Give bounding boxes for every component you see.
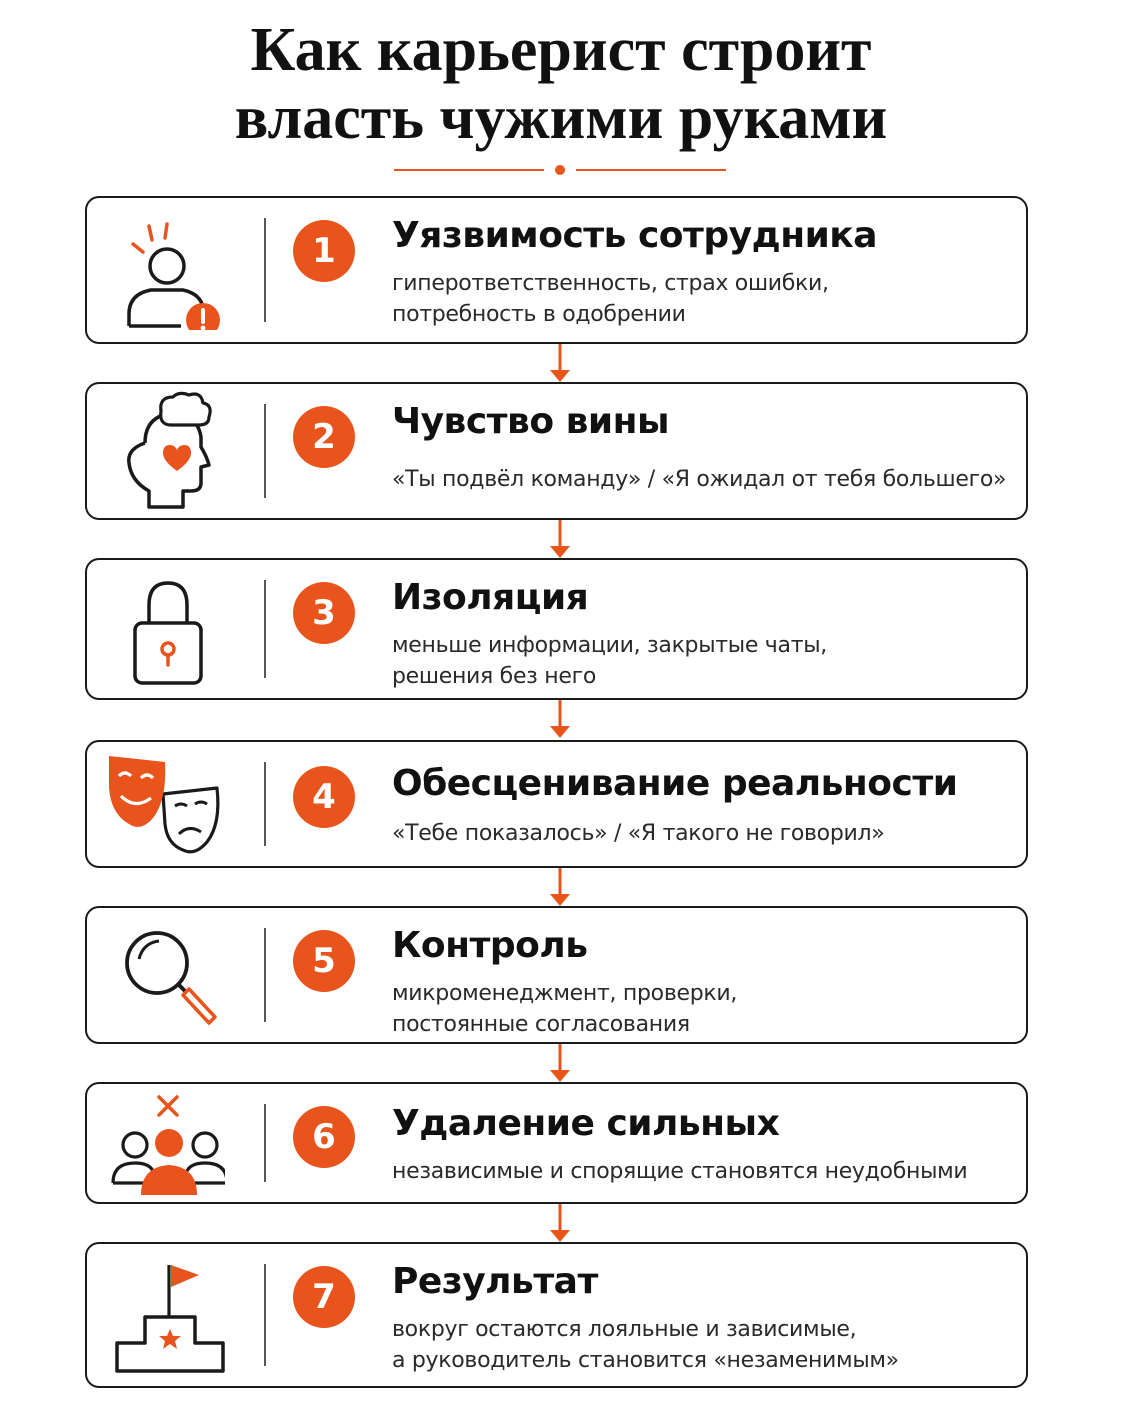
card-separator	[264, 1104, 266, 1182]
step-title: Обесценивание реальности	[392, 763, 958, 804]
step-card-4: 4 Обесценивание реальности «Тебе показал…	[85, 740, 1028, 868]
step-card-5: 5 Контроль микроменеджмент, проверки, по…	[85, 906, 1028, 1044]
down-arrow-icon	[550, 1204, 570, 1242]
step-description-line: вокруг остаются лояльные и зависимые,	[392, 1317, 857, 1342]
step-card-2: 2 Чувство вины «Ты подвёл команду» / «Я …	[85, 382, 1028, 520]
step-description-line: независимые и спорящие становятся неудоб…	[392, 1159, 968, 1184]
group-remove-icon	[111, 1095, 225, 1195]
card-separator	[264, 928, 266, 1022]
step-title: Уязвимость сотрудника	[392, 215, 878, 256]
step-card-3: 3 Изоляция меньше информации, закрытые ч…	[85, 558, 1028, 700]
step-description: гиперответственность, страх ошибки, потр…	[392, 268, 1022, 330]
step-title: Результат	[392, 1261, 598, 1302]
title-line-2: власть чужими руками	[234, 84, 888, 152]
step-description-line: а руководитель становится «незаменимым»	[392, 1348, 899, 1373]
theater-masks-icon	[109, 756, 220, 854]
card-separator	[264, 404, 266, 498]
title-line-1: Как карьерист строит	[250, 16, 872, 84]
step-number-badge: 6	[293, 1106, 355, 1168]
step-card-7: 7 Результат вокруг остаются лояльные и з…	[85, 1242, 1028, 1388]
infographic-title: Как карьерист строит власть чужими рукам…	[0, 16, 1122, 152]
step-number-badge: 4	[293, 766, 355, 828]
step-number-badge: 5	[293, 930, 355, 992]
step-number-badge: 7	[293, 1266, 355, 1328]
padlock-icon	[133, 581, 203, 685]
step-card-6: 6 Удаление сильных независимые и спорящи…	[85, 1082, 1028, 1204]
down-arrow-icon	[550, 520, 570, 558]
person-alert-icon	[127, 222, 220, 330]
step-description-line: гиперответственность, страх ошибки,	[392, 271, 829, 296]
step-description-line: меньше информации, закрытые чаты,	[392, 633, 827, 658]
step-description-line: «Ты подвёл команду» / «Я ожидал от тебя …	[392, 467, 1007, 492]
step-description-line: решения без него	[392, 664, 597, 689]
step-description: микроменеджмент, проверки, постоянные со…	[392, 978, 1022, 1040]
magnifier-icon	[125, 931, 217, 1025]
down-arrow-icon	[550, 344, 570, 382]
step-description: независимые и спорящие становятся неудоб…	[392, 1156, 1022, 1187]
step-description: «Ты подвёл команду» / «Я ожидал от тебя …	[392, 464, 1022, 495]
step-description-line: микроменеджмент, проверки,	[392, 981, 738, 1006]
step-title: Контроль	[392, 925, 588, 966]
step-description: меньше информации, закрытые чаты, решени…	[392, 630, 1022, 692]
step-title: Чувство вины	[392, 401, 670, 442]
step-number-badge: 3	[293, 582, 355, 644]
card-separator	[264, 218, 266, 322]
card-separator	[264, 1264, 266, 1366]
title-divider	[394, 165, 726, 175]
step-title: Изоляция	[392, 577, 589, 618]
step-description: «Тебе показалось» / «Я такого не говорил…	[392, 818, 1022, 849]
down-arrow-icon	[550, 1044, 570, 1082]
step-card-1: 1 Уязвимость сотрудника гиперответственн…	[85, 196, 1028, 344]
step-number-badge: 1	[293, 220, 355, 282]
step-description-line: постоянные согласования	[392, 1012, 690, 1037]
down-arrow-icon	[550, 700, 570, 738]
step-description-line: потребность в одобрении	[392, 302, 686, 327]
podium-flag-icon	[115, 1265, 225, 1373]
step-description-line: «Тебе показалось» / «Я такого не говорил…	[392, 821, 885, 846]
card-separator	[264, 762, 266, 846]
step-title: Удаление сильных	[392, 1103, 780, 1144]
head-heart-cloud-icon	[127, 391, 212, 509]
step-description: вокруг остаются лояльные и зависимые, а …	[392, 1314, 1022, 1376]
down-arrow-icon	[550, 868, 570, 906]
card-separator	[264, 580, 266, 678]
step-number-badge: 2	[293, 406, 355, 468]
